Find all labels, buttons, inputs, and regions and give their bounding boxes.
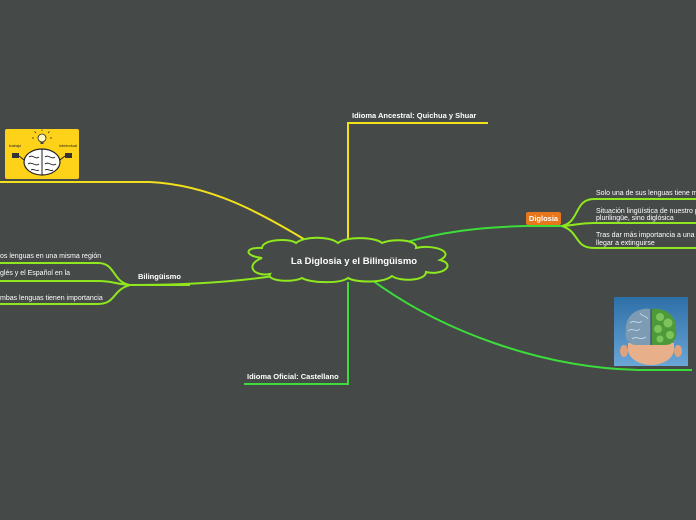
bilinguismo-child-line-3 xyxy=(0,284,131,305)
svg-text:trabajo: trabajo xyxy=(9,143,22,148)
node-diglosia[interactable]: Diglosia xyxy=(526,212,561,225)
brain-nature-tech-icon xyxy=(614,297,688,366)
bilinguismo-child-2[interactable]: glés y el Español en la xyxy=(0,270,71,277)
diglosia-child-line-2 xyxy=(561,222,696,227)
node-idioma-oficial[interactable]: Idioma Oficial: Castellano xyxy=(247,372,339,381)
diglosia-child-3-line2[interactable]: llegar a extinguirse xyxy=(596,240,655,247)
bilinguismo-child-3[interactable]: mbas lenguas tienen importancia xyxy=(0,295,103,302)
diglosia-child-line-3 xyxy=(561,225,696,249)
image-brain-left[interactable]: trabajo intelectual xyxy=(5,129,79,179)
diglosia-child-line-1 xyxy=(561,198,696,227)
branch-line-ancestral xyxy=(347,122,488,244)
bilinguismo-child-line-1 xyxy=(0,262,131,286)
diglosia-child-3-line1[interactable]: Tras dar más importancia a una xyxy=(596,232,695,239)
branch-line-oficial xyxy=(244,282,349,385)
center-cloud[interactable] xyxy=(247,236,449,284)
diglosia-child-2-line1[interactable]: Situación lingüística de nuestro p xyxy=(596,208,696,215)
node-idioma-ancestral[interactable]: Idioma Ancestral: Quichua y Shuar xyxy=(352,111,477,120)
diglosia-child-1[interactable]: Solo una de sus lenguas tiene m xyxy=(596,190,696,197)
brain-lightbulb-icon: trabajo intelectual xyxy=(9,129,77,176)
bilinguismo-child-line-2 xyxy=(0,280,131,286)
node-bilinguismo[interactable]: Bilingüismo xyxy=(138,272,181,281)
svg-text:intelectual: intelectual xyxy=(59,143,77,148)
image-brain-right[interactable] xyxy=(614,297,688,366)
center-title[interactable]: La Diglosia y el Bilingüismo xyxy=(290,256,418,267)
bilinguismo-child-1[interactable]: os lenguas en una misma región xyxy=(0,253,102,260)
diglosia-child-2-line2[interactable]: plurilingüe, sino diglósica xyxy=(596,215,674,222)
branch-line-diglosia xyxy=(399,225,562,245)
branch-line-image-left xyxy=(0,181,313,245)
branch-line-image-right xyxy=(371,279,692,371)
